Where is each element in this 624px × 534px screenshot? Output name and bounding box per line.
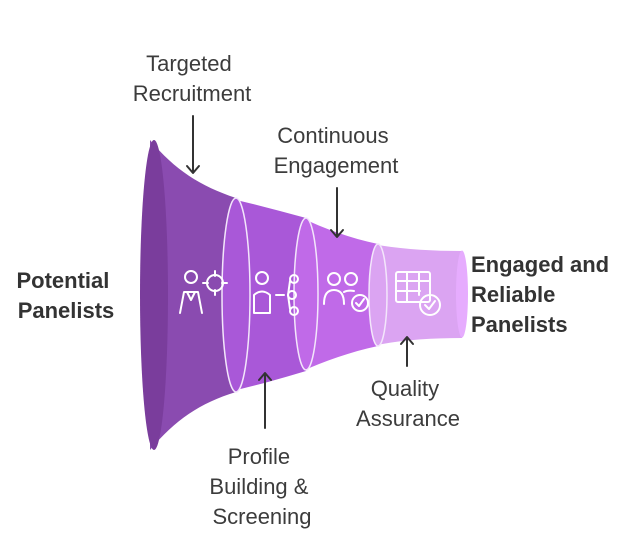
users-check-icon (323, 272, 369, 312)
stage-label-continuous-engagement: Continuous Engagement (274, 123, 399, 178)
arrow-continuous-engagement (330, 187, 344, 238)
profile-network-icon (253, 271, 299, 316)
recruit-target-icon (179, 270, 228, 314)
funnel-segment-quality-assurance (372, 244, 462, 346)
table-check-icon (395, 271, 441, 316)
funnel-edge-2 (293, 217, 319, 371)
stage-label-quality-assurance: Quality Assurance (356, 376, 460, 431)
arrow-quality-assurance (400, 336, 414, 367)
funnel-edge-3 (368, 243, 388, 347)
funnel-edge-1 (221, 197, 251, 393)
funnel-end-cap (456, 250, 468, 338)
output-label: Engaged and Reliable Panelists (471, 252, 615, 337)
funnel-mouth (140, 140, 168, 450)
stage-label-targeted-recruitment: Targeted Recruitment (133, 51, 252, 106)
arrow-targeted-recruitment (186, 115, 200, 174)
arrow-profile-building (258, 372, 272, 429)
funnel-segment-continuous-engagement (300, 217, 378, 372)
input-label: Potential Panelists (16, 268, 115, 323)
stage-label-profile-building: Profile Building & Screening (209, 444, 314, 529)
